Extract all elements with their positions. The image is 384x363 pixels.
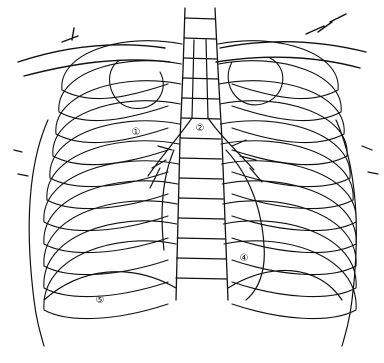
- label-2: ②: [196, 123, 205, 134]
- label-5: ⑤: [96, 295, 105, 306]
- label-1: ①: [132, 127, 141, 138]
- label-2-text: ②: [196, 123, 205, 134]
- label-4-text: ④: [240, 253, 249, 264]
- label-4: ④: [240, 253, 249, 264]
- label-5-text: ⑤: [96, 295, 105, 306]
- label-1-text: ①: [132, 127, 141, 138]
